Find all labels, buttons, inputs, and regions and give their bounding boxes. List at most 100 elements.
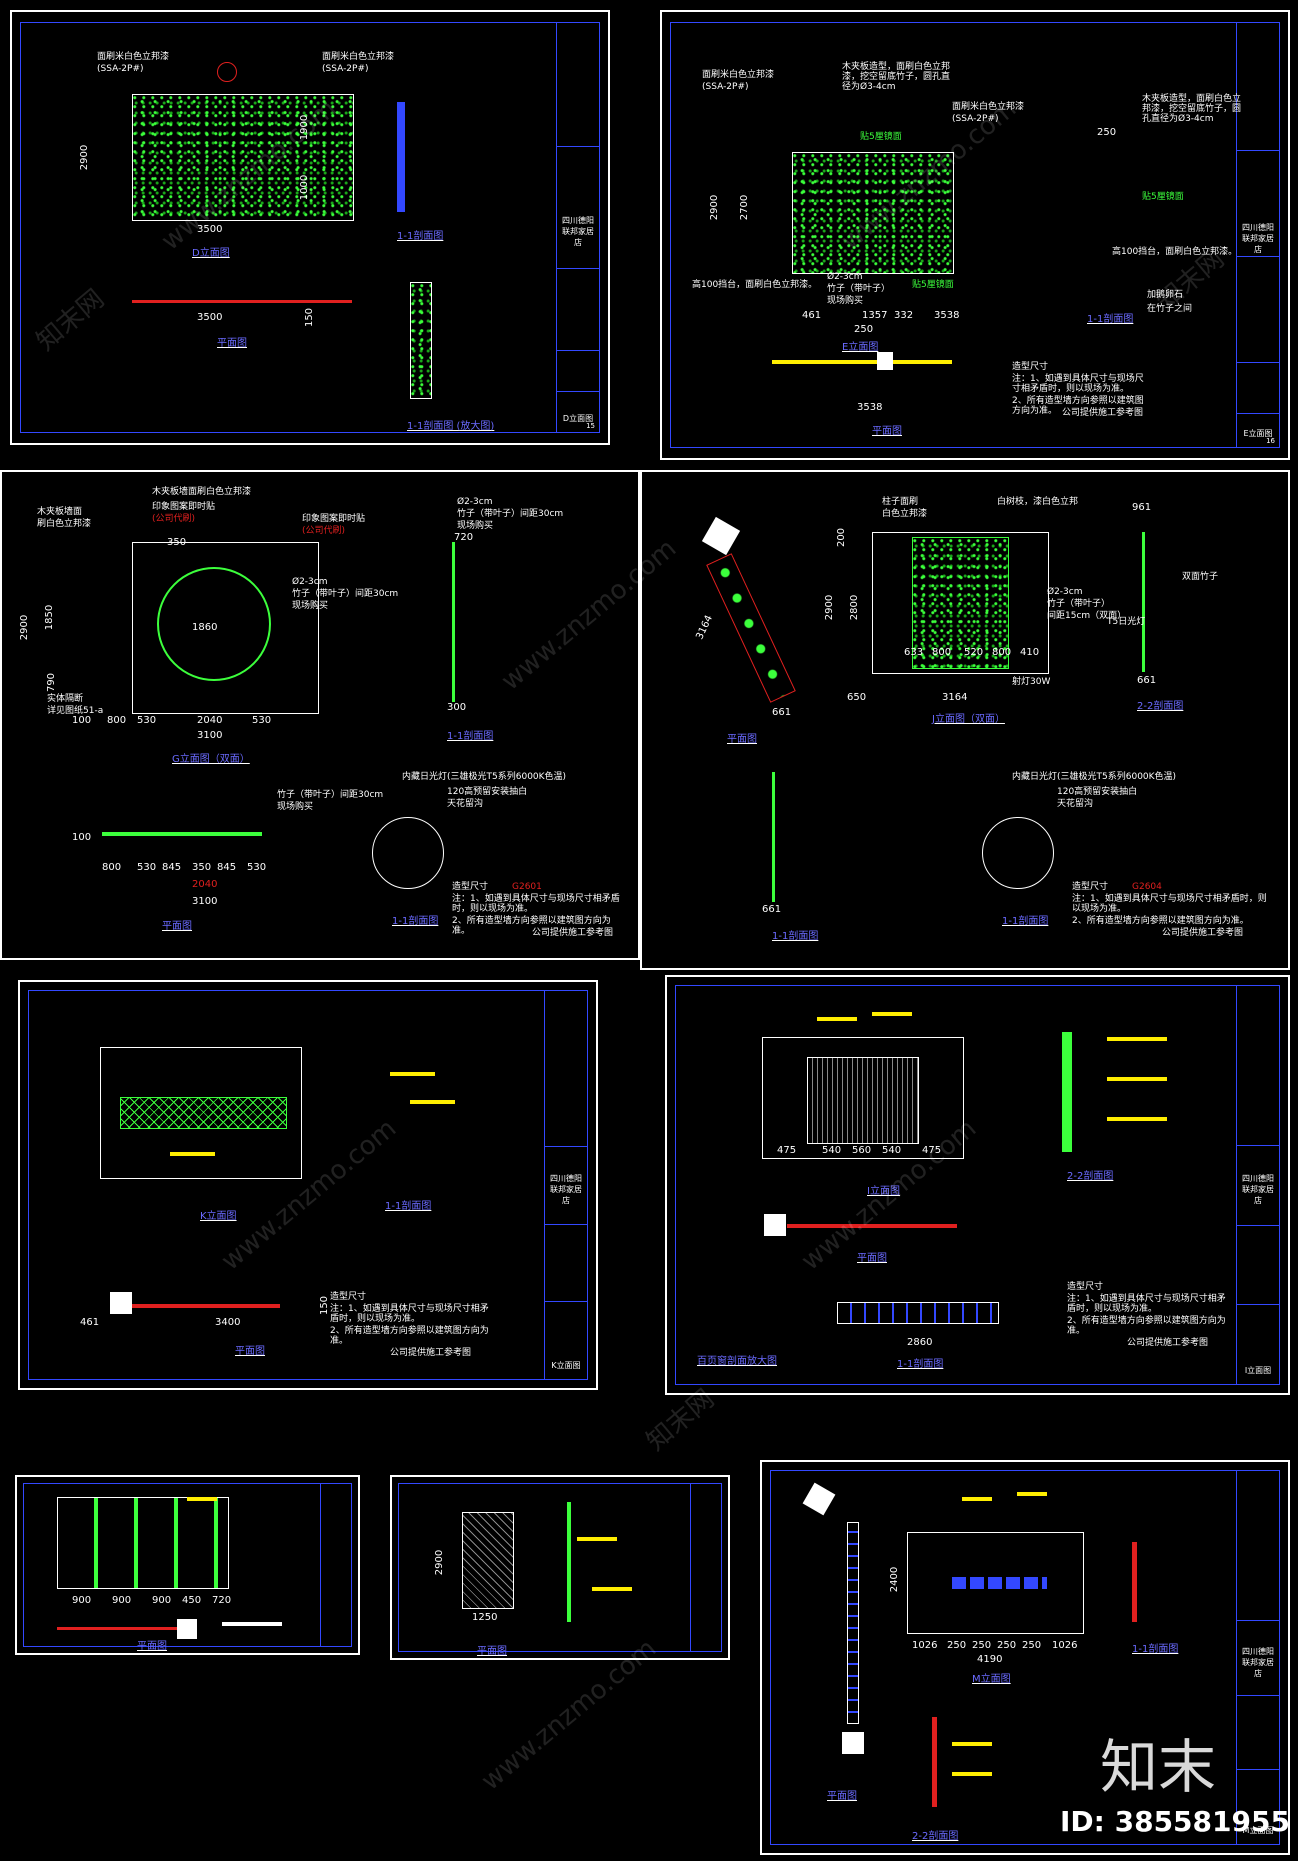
note-label: 注：1、如遇到具体尺寸与现场尺寸相矛盾时，则以现场为准。 [452,894,620,914]
dimension: 961 [1132,502,1152,513]
detail-circle [982,817,1054,889]
note-label: 内藏日光灯(三雄极光T5系列6000K色温) [402,772,567,782]
partition-outline [132,542,319,714]
view-title: E立面图 [842,342,879,353]
round-bamboo-window [157,567,271,681]
note-label: 造型尺寸 [330,1292,367,1302]
note-label: 木夹板墙面刷白色立邦漆 [152,487,252,497]
drawing-sheet-9: 四川德阳联邦家居店 M立面图 平面图 2400 1026 250 250 250… [760,1460,1290,1855]
note-label: Ø2-3cm [827,272,863,282]
view-title: 1-1剖面图 [1132,1644,1179,1655]
plan-marker [701,516,741,556]
highlight-label [1017,1492,1047,1496]
dimension: 1860 [192,622,218,633]
note-label: 印象图案即时贴 [152,502,216,512]
view-title: M立面图 [972,1674,1011,1685]
highlight-label [170,1152,215,1156]
note-label: 造型尺寸 [452,882,489,892]
note-label: 注：1、如遇到具体尺寸与现场尺寸相矛盾时，则以现场为准。 [1012,374,1144,394]
note-label: 注：1、如遇到具体尺寸与现场尺寸相矛盾时，则以现场为准。 [330,1304,489,1324]
drawing-sheet-1: 四川德阳联邦家居店 D立面图 15 面刷米白色立邦漆 (SSA-2P#) 面刷米… [10,10,610,445]
section-strip [932,1717,937,1807]
section-marker [217,62,237,82]
note-label: 120高预留安装抽白 [1057,787,1138,797]
sheet-frame: 四川德阳联邦家居店 M立面图 [770,1470,1280,1845]
highlight-label [872,1012,912,1016]
plan-column [177,1619,197,1639]
sheet-frame: 四川德阳联邦家居店 E立面图 16 [670,22,1280,448]
drawing-sheet-4: 3164 661 平面图 柱子面刷 白色立邦漆 白树枝，漆白色立邦 200 29… [640,470,1290,970]
plan-strip [102,832,262,836]
note-label: 双面竹子 [1182,572,1219,582]
note-label: 详见图纸51-a [47,706,104,716]
view-title: 百页窗剖面放大图 [697,1356,777,1367]
dimension: 540 [882,1145,902,1156]
section-strip [1132,1542,1137,1622]
dimension: 520 [964,647,984,658]
sheet-name: I立面图 [1244,1366,1272,1375]
sheet-frame: 四川德阳联邦家居店 K立面图 [28,990,588,1380]
section-2-2-line [1142,532,1145,672]
plan-column [877,352,893,370]
dimension: 150 [304,307,316,328]
sheet-name: E立面图 [1243,429,1273,438]
view-title: 平面图 [827,1791,857,1802]
dimension: 4190 [977,1654,1003,1665]
title-block: 四川德阳联邦家居店 D立面图 15 [556,23,599,432]
sheet-frame: 四川德阳联邦家居店 D立面图 15 [20,22,600,433]
note-label: 2、所有造型墙方向参照以建筑图方向为准。 [1012,396,1144,416]
note-label: 竹子（带叶子） [1047,599,1111,609]
blue-panel-row [952,1577,1047,1589]
dimension: 1850 [44,604,56,631]
dimension: 3164 [694,613,716,642]
dimension: 2900 [709,194,721,221]
note-label: 2、所有造型墙方向参照以建筑图方向为准。 [1072,916,1249,926]
dimension: 3538 [857,402,883,413]
view-title: 1-1剖面图 [447,731,494,742]
dimension: 2400 [889,1566,901,1593]
dimension: 845 [217,862,237,873]
image-id: ID: 385581955 [1060,1805,1290,1838]
note-label: 公司提供施工参考图 [1062,408,1144,418]
page-number: 15 [586,422,595,430]
section-strip [1062,1032,1072,1152]
title-block: 四川德阳联邦家居店 E立面图 16 [1236,23,1279,447]
sheet-name: K立面图 [551,1361,581,1370]
dimension: 3500 [197,312,223,323]
note-label: 面刷米白色立邦漆 [97,52,170,62]
note-label: 贴5厘镜面 [912,280,954,290]
dimension: 1357 [862,310,888,321]
dimension: 3500 [197,224,223,235]
drawing-sheet-2: 四川德阳联邦家居店 E立面图 16 面刷米白色立邦漆 (SSA-2P#) 木夹板… [660,10,1290,460]
view-title: 1-1剖面图 [392,916,439,927]
dimension: 720 [454,532,474,543]
note-label: (SSA-2P#) [952,114,999,124]
drawing-sheet-6: 四川德阳联邦家居店 I立面图 475 540 560 540 475 I立面图 … [665,975,1290,1395]
dimension: 530 [247,862,267,873]
note-label: 高100挡台，面刷白色立邦漆。 [1112,247,1238,257]
dimension: 900 [152,1595,172,1606]
dimension: 720 [212,1595,232,1606]
section-strip [397,102,405,212]
j-elevation-bamboo [912,537,1009,669]
dimension: 790 [46,672,58,693]
highlight-label [410,1100,455,1104]
m-elevation-outline [907,1532,1084,1634]
note-label: 木夹板造型，面刷白色立邦漆，挖空留底竹子，圆孔直径为Ø3-4cm [842,62,951,92]
view-title: G立面图（双面） [172,754,250,765]
view-title: 1-1剖面图 [397,231,444,242]
view-title: 1-1剖面图 [1087,314,1134,325]
page-number: 16 [1266,437,1275,445]
note-label: 现场购买 [827,296,864,306]
dimension: 2900 [824,594,836,621]
dimension: 475 [922,1145,942,1156]
note-label: 竹子（带叶子） [827,284,891,294]
blind-section [837,1302,999,1324]
brand-logo: 知末 [1100,1733,1217,1801]
sheet-name: M立面图 [1242,1826,1274,1835]
note-label: 公司提供施工参考图 [390,1348,472,1358]
note-label: 2、所有造型墙方向参照以建筑图方向为准。 [452,916,611,936]
note-label: 柱子面刷 [882,497,919,507]
plan-vertical-strip [847,1522,859,1724]
drawing-sheet-8: 2900 1250 平面图 [390,1475,730,1660]
